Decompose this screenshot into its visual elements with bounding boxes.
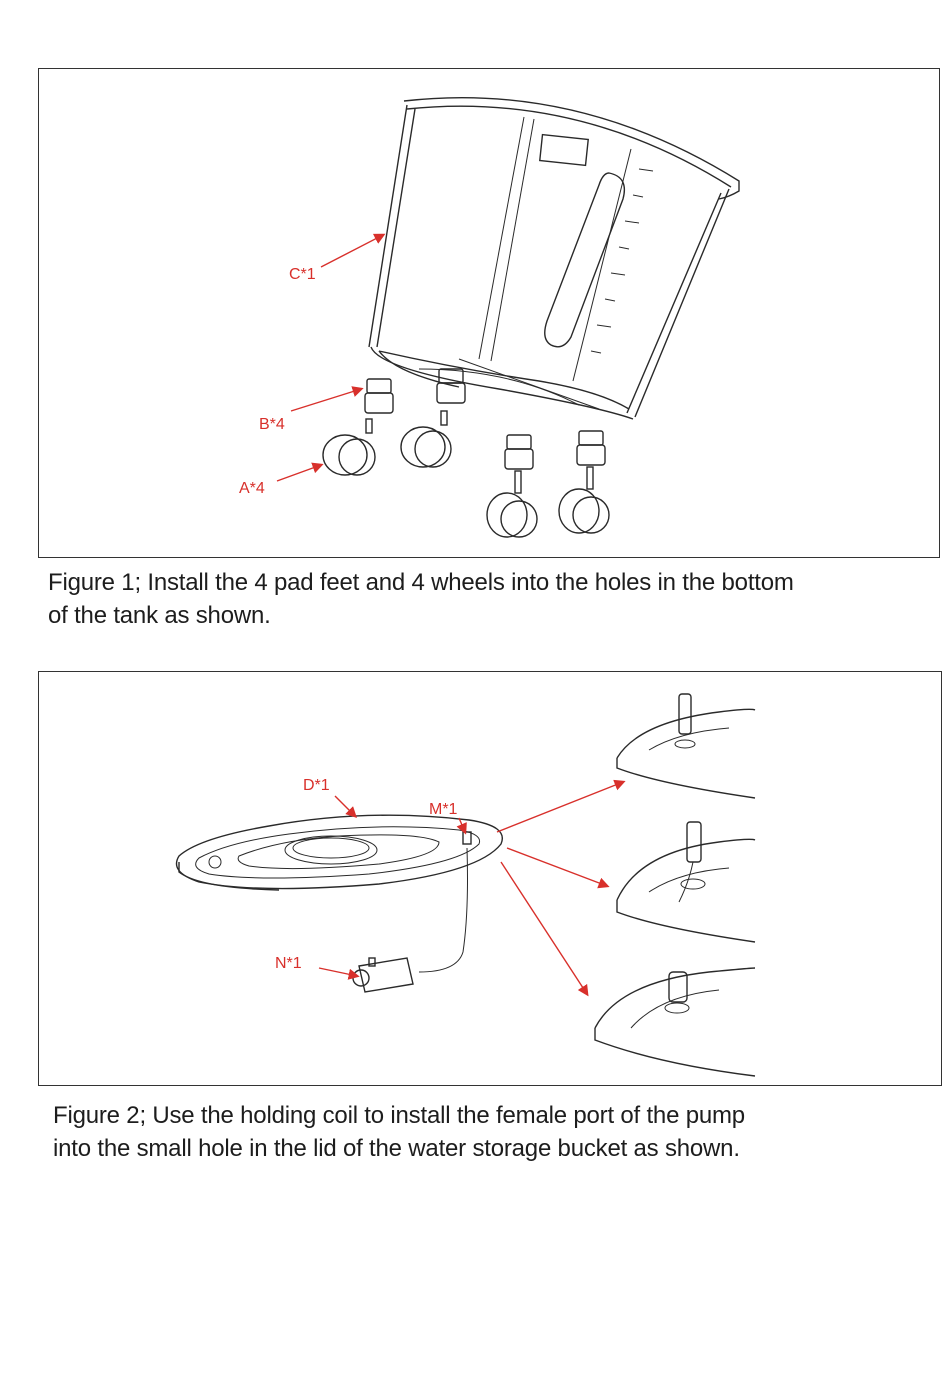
label-b: B*4: [259, 416, 285, 433]
pad-foot-icon: [365, 369, 605, 469]
tank-assembly-drawing: C*1 B*4 A*4: [39, 69, 941, 559]
figure-1-caption: Figure 1; Install the 4 pad feet and 4 w…: [48, 566, 928, 632]
label-d: D*1: [303, 777, 330, 794]
caption-line: Figure 2; Use the holding coil to instal…: [53, 1099, 913, 1132]
detail-view-icon: [595, 694, 755, 1076]
caption-line: Figure 1; Install the 4 pad feet and 4 w…: [48, 566, 928, 599]
label-m: M*1: [429, 801, 458, 818]
caption-line: into the small hole in the lid of the wa…: [53, 1132, 913, 1165]
lid-pump-drawing: D*1 M*1 N*1: [39, 672, 943, 1087]
tank-body-icon: [369, 98, 739, 419]
figure-2-illustration: D*1 M*1 N*1: [38, 671, 942, 1086]
label-a: A*4: [239, 480, 265, 497]
pump-icon: [353, 848, 468, 992]
caster-wheel-icon: [323, 411, 609, 537]
lid-icon: [177, 815, 503, 890]
label-c: C*1: [289, 266, 316, 283]
figure-2-caption: Figure 2; Use the holding coil to instal…: [53, 1099, 913, 1165]
caption-line: of the tank as shown.: [48, 599, 928, 632]
label-n: N*1: [275, 955, 302, 972]
figure-1-illustration: C*1 B*4 A*4: [38, 68, 940, 558]
